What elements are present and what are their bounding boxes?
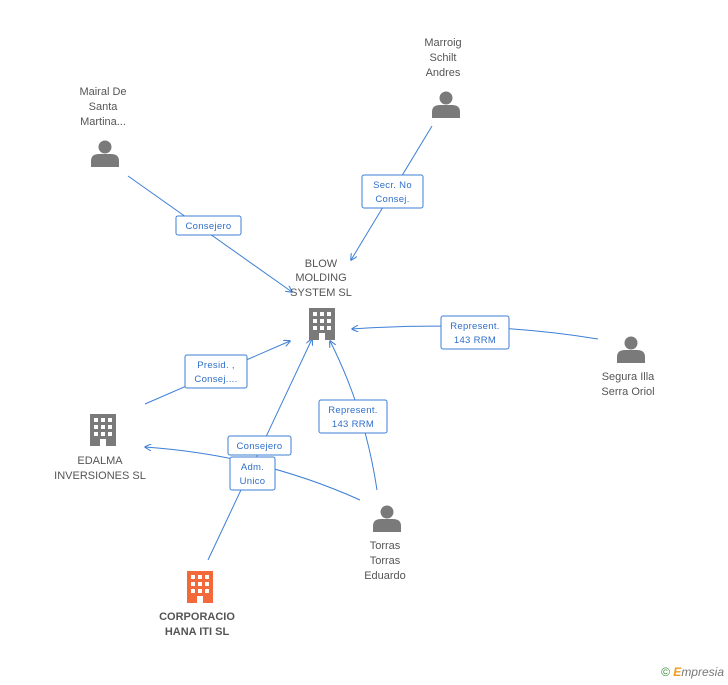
- node-label: Santa: [89, 101, 119, 113]
- node-corporacio[interactable]: CORPORACIO HANA ITI SL: [159, 571, 235, 638]
- edge-label-text: 143 RRM: [454, 335, 496, 346]
- edge-label-represent-torras: Represent. 143 RRM: [318, 399, 388, 434]
- node-label: Mairal De: [79, 86, 126, 98]
- node-label: Eduardo: [364, 570, 406, 582]
- copyright-icon: ©: [661, 665, 670, 679]
- edge-label-text: Represent.: [328, 405, 377, 416]
- node-label: MOLDING: [295, 272, 346, 284]
- edge-label-secr-marroig: Secr. No Consej.: [361, 174, 424, 209]
- edge-label-text: 143 RRM: [332, 419, 374, 430]
- brand-initial: E: [673, 665, 682, 679]
- node-label: Torras: [370, 555, 401, 567]
- node-label: Marroig: [424, 37, 461, 49]
- person-icon: [373, 505, 401, 532]
- node-label: Schilt: [430, 52, 457, 64]
- building-icon: [187, 571, 213, 603]
- node-label: BLOW: [305, 258, 338, 270]
- edge-label-text: Consejero: [185, 221, 231, 232]
- building-icon: [90, 414, 116, 446]
- person-icon: [432, 91, 460, 118]
- node-torras[interactable]: Torras Torras Eduardo: [364, 505, 406, 583]
- node-label: Andres: [426, 67, 461, 79]
- edge-label-text: Consejero: [236, 441, 282, 452]
- edge-label-text: Consej.: [375, 194, 409, 205]
- brand-name: mpresia: [681, 665, 724, 679]
- node-label: HANA ITI SL: [165, 626, 230, 638]
- node-label: EDALMA: [77, 455, 123, 467]
- edge-label-text: Adm.: [241, 462, 264, 473]
- edge-label-consejero-mairal: Consejero: [175, 215, 242, 236]
- empresia-watermark: © Empresia: [661, 665, 724, 679]
- node-label: Serra Oriol: [601, 386, 654, 398]
- edge-label-text: Unico: [240, 476, 266, 487]
- edge-label-presid-edalma: Presid. , Consej....: [184, 354, 248, 389]
- building-icon: [309, 308, 335, 340]
- node-label: CORPORACIO: [159, 611, 235, 623]
- edge-label-represent-segura: Represent. 143 RRM: [440, 315, 510, 350]
- edge-label-adm-unico: Adm. Unico: [229, 456, 276, 491]
- edge-label-text: Represent.: [450, 321, 499, 332]
- edge-label-text: Consej....: [194, 374, 237, 385]
- edge-label-text: Secr. No: [373, 180, 412, 191]
- node-label: INVERSIONES SL: [54, 470, 146, 482]
- node-label: Martina...: [80, 116, 126, 128]
- edge-label-text: Presid. ,: [197, 360, 235, 371]
- node-label: SYSTEM SL: [290, 287, 352, 299]
- node-segura[interactable]: Segura Illa Serra Oriol: [601, 336, 655, 399]
- node-edalma[interactable]: EDALMA INVERSIONES SL: [54, 414, 146, 482]
- person-icon: [617, 336, 645, 363]
- brand-logo: Empresia: [673, 665, 724, 679]
- edge-label-consejero-corporacio: Consejero: [227, 435, 292, 456]
- node-marroig[interactable]: Marroig Schilt Andres: [424, 37, 462, 118]
- node-label: Segura Illa: [602, 371, 655, 383]
- node-mairal[interactable]: Mairal De Santa Martina...: [79, 86, 127, 167]
- person-icon: [91, 140, 119, 167]
- node-blow-molding[interactable]: BLOW MOLDING SYSTEM SL: [290, 258, 352, 340]
- node-label: Torras: [370, 540, 401, 552]
